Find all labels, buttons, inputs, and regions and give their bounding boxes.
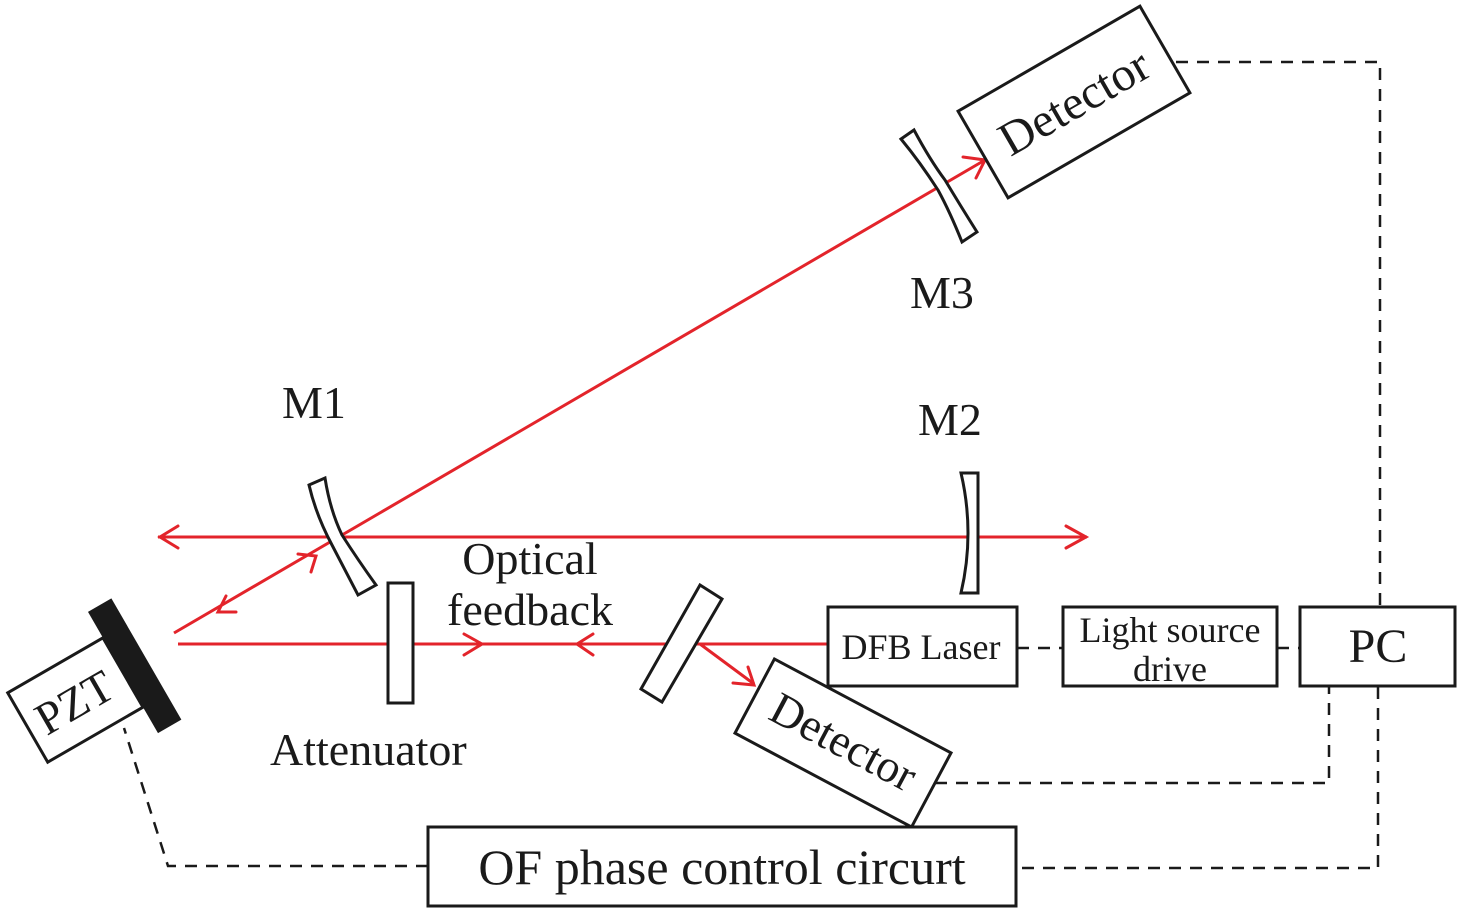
- pc: PC: [1298, 605, 1457, 688]
- label-m3: M3: [910, 267, 974, 318]
- label-optical-feedback-2: feedback: [447, 584, 613, 635]
- light-source-drive-label-2: drive: [1133, 649, 1207, 689]
- beam-splitter: [638, 582, 725, 705]
- dashed-line-bottom-detector-to-pc: [935, 687, 1331, 785]
- laser-beams: [157, 155, 1090, 687]
- pzt-box: [5, 635, 146, 765]
- arrowhead-to-bottom-detector: [731, 665, 757, 687]
- light-source-drive: Light source drive: [1061, 605, 1279, 689]
- attenuator: [386, 581, 415, 705]
- arrowhead-left-upper: [157, 524, 180, 550]
- arrowhead-feedback-right: [462, 632, 485, 657]
- mirror-m2: [959, 471, 980, 595]
- arrowhead-right-upper: [1064, 524, 1090, 550]
- beam-to-bottom-detector: [699, 642, 755, 686]
- detector-top-box: [956, 4, 1192, 200]
- pzt-assembly: PZT: [5, 598, 182, 765]
- dashed-line-of-control-to-pzt: [122, 727, 428, 868]
- light-source-drive-box: [1061, 605, 1279, 688]
- of-phase-control-label: OF phase control circurt: [478, 839, 965, 895]
- detector-top: Detector: [956, 4, 1192, 200]
- dashed-line-top-detector-to-pc: [1176, 60, 1382, 607]
- label-optical-feedback-1: Optical: [462, 533, 597, 584]
- dfb-laser: DFB Laser: [826, 605, 1019, 688]
- pc-label: PC: [1349, 620, 1408, 673]
- electrical-connections: [122, 60, 1382, 870]
- label-m1: M1: [282, 377, 346, 428]
- label-attenuator: Attenuator: [270, 724, 467, 775]
- dashed-line-pc-to-of-control: [1017, 687, 1380, 870]
- dfb-laser-label: DFB Laser: [842, 627, 1001, 667]
- mirror-m3: [898, 127, 980, 245]
- dfb-laser-box: [826, 605, 1019, 688]
- pc-box: [1298, 605, 1457, 688]
- label-m2: M2: [918, 394, 982, 445]
- mirror-m1: [307, 475, 379, 598]
- of-phase-control-circuit: OF phase control circurt: [426, 825, 1018, 908]
- pzt-mirror-mount: [87, 598, 182, 734]
- arrowhead-toward-pzt: [215, 594, 238, 614]
- arrowhead-into-m1: [296, 552, 318, 574]
- of-phase-control-box: [426, 825, 1018, 908]
- arrowhead-feedback-left: [574, 632, 595, 657]
- detector-bottom-box: [732, 656, 954, 830]
- light-source-drive-label-1: Light source: [1080, 610, 1261, 650]
